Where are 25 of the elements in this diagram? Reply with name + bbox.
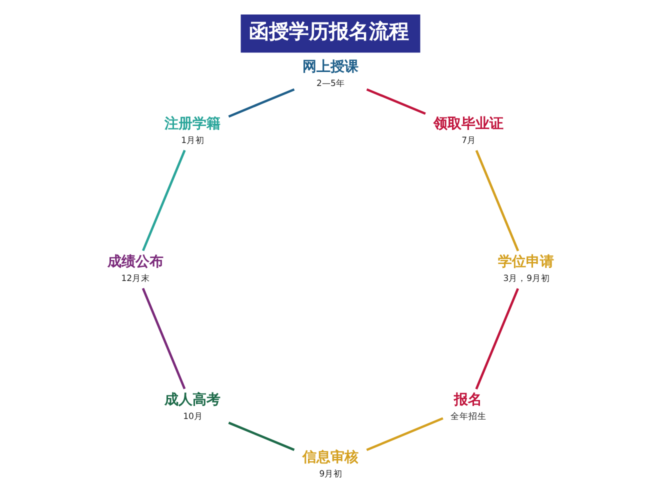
connector bbox=[141, 150, 186, 252]
node-label: 3月，9月初 bbox=[502, 274, 550, 284]
node-label: 9月初 bbox=[318, 469, 342, 480]
node-label: 全年招生 bbox=[450, 412, 486, 422]
node-text: 成人高考 bbox=[164, 392, 220, 408]
connector bbox=[366, 417, 443, 451]
connector bbox=[474, 150, 519, 252]
node-text: 信息审核 bbox=[302, 449, 358, 466]
node-label: 10月 bbox=[182, 412, 202, 422]
connector bbox=[228, 422, 294, 451]
node-text: 学位申请 bbox=[497, 254, 554, 270]
connector bbox=[141, 288, 186, 390]
node-label: 7月 bbox=[461, 136, 476, 146]
node-label: 12月末 bbox=[120, 274, 150, 284]
connector bbox=[228, 88, 294, 118]
node-text: 成绩公布 bbox=[106, 254, 163, 270]
diagram-title: 函授学历报名流程 bbox=[248, 19, 408, 44]
connector bbox=[474, 288, 519, 390]
node-text: 报名 bbox=[454, 392, 482, 408]
node-text: 注册学籍 bbox=[164, 116, 220, 132]
connector bbox=[366, 88, 426, 115]
node-label: 1月初 bbox=[180, 136, 204, 146]
node-text: 网上授课 bbox=[302, 58, 358, 75]
node-text: 领取毕业证 bbox=[433, 116, 504, 132]
node-label: 2—5年 bbox=[316, 78, 344, 89]
